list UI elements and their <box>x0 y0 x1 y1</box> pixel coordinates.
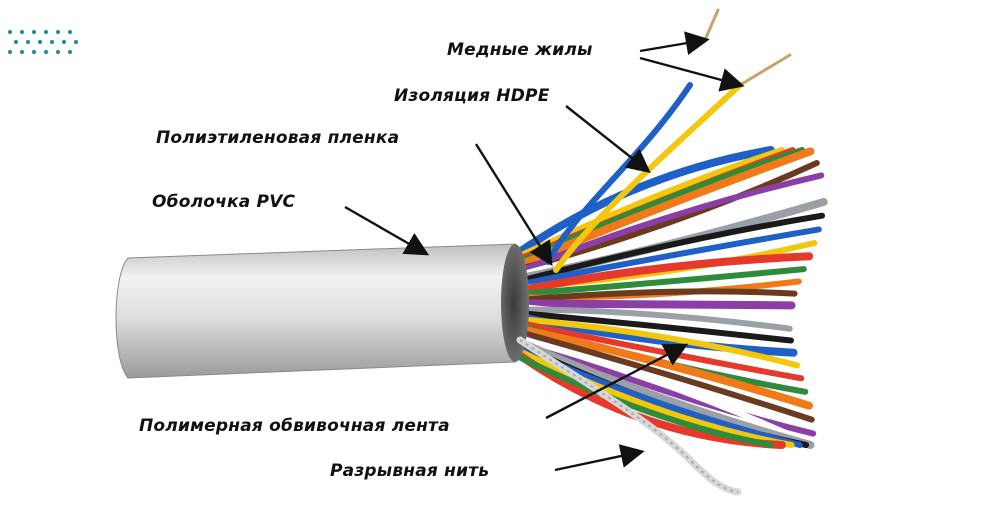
pvc-sheath <box>115 243 529 379</box>
label-ripcord: Разрывная нить <box>330 461 490 481</box>
label-polymer-tape: Полимерная обвивочная лента <box>139 416 450 436</box>
wire-strand <box>511 146 775 259</box>
wire-strand <box>512 288 798 304</box>
wire-strand <box>512 327 815 423</box>
label-pvc-sheath: Оболочка PVC <box>152 192 296 212</box>
wire-strand <box>511 299 796 310</box>
wire-strand <box>512 318 805 382</box>
wire-strand <box>512 226 822 289</box>
copper-core <box>703 8 720 42</box>
decorative-dots-icon <box>6 26 78 56</box>
wire-strand <box>511 335 815 449</box>
label-polyethylene-film: Полиэтиленовая пленка <box>156 128 400 148</box>
wire-strand <box>512 315 801 369</box>
insulated-core <box>553 82 743 273</box>
wire-strand <box>512 352 775 448</box>
wire-bundle <box>511 8 828 449</box>
wire-strand <box>512 306 793 332</box>
pointer-arrows <box>344 31 745 472</box>
label-hdpe-insulation: Изоляция HDPE <box>394 86 550 106</box>
label-copper-cores: Медные жилы <box>447 40 593 60</box>
wire-strand <box>512 266 807 298</box>
wire-strand <box>512 309 794 344</box>
insulated-core <box>545 82 693 265</box>
wire-strand <box>512 345 795 448</box>
copper-core <box>738 53 792 87</box>
wire-strand <box>511 252 814 296</box>
wire-strand <box>512 333 816 448</box>
